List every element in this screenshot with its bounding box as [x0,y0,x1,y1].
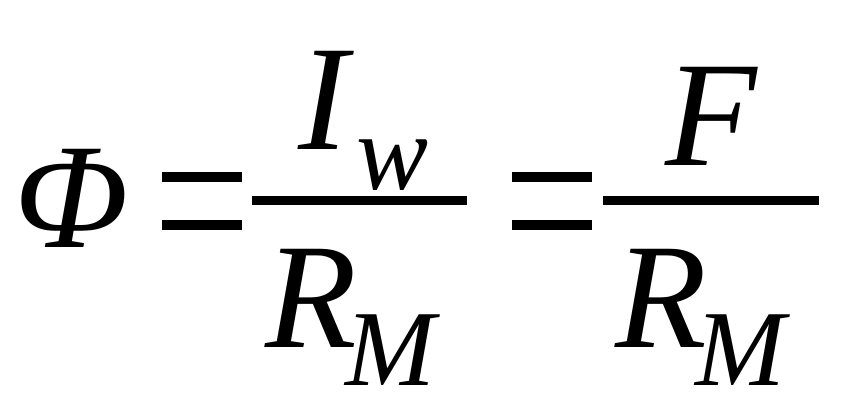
denominator-subscript: M [695,290,785,409]
denominator-reluctance-symbol: R [265,214,357,380]
fraction-bar [252,196,467,205]
numerator-mmf-symbol: F [665,32,757,198]
flux-symbol: Φ [14,114,129,280]
denominator-reluctance-symbol: R [615,214,707,380]
denominator-subscript: M [345,290,435,409]
equals-sign [512,172,592,230]
equals-sign [162,172,242,230]
numerator-current-symbol: I [298,16,348,182]
numerator-subscript: w [356,94,429,213]
fraction-bar [603,196,819,205]
